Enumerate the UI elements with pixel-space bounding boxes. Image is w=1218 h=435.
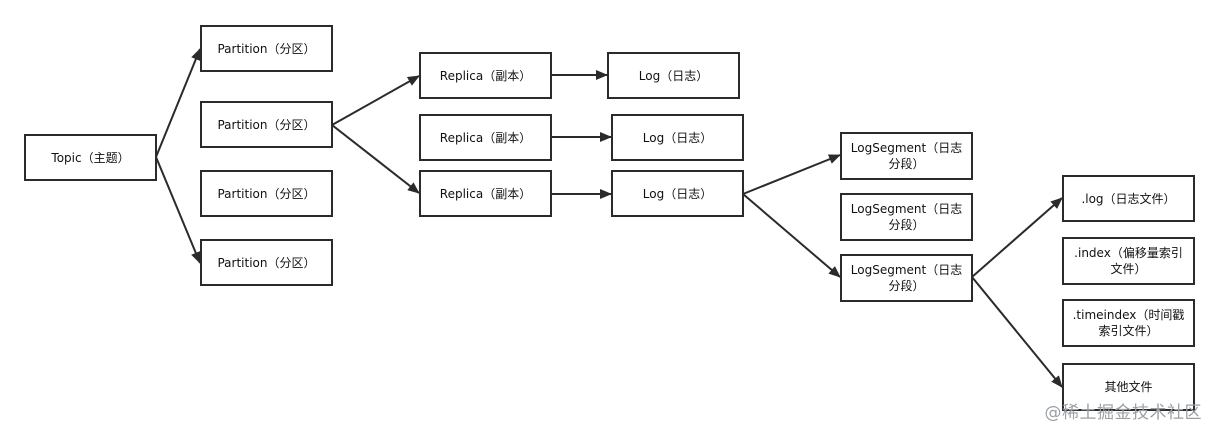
edge-partition-2-replica-3 — [331, 124, 420, 194]
edge-log-3-logsegment-1 — [742, 154, 841, 195]
file-label: 其他文件 — [1104, 380, 1153, 394]
logsegment-label: LogSegment（日志分段） — [850, 202, 963, 232]
log-label: Log（日志） — [638, 68, 709, 83]
edge-logsegment-3-file-other — [971, 276, 1063, 388]
file-log-node: .log（日志文件） — [1062, 175, 1195, 222]
file-label: .log（日志文件） — [1081, 191, 1176, 206]
partition-node-3: Partition（分区） — [200, 170, 333, 217]
file-label: .timeindex（时间戳索引文件） — [1072, 308, 1185, 338]
logsegment-node-2: LogSegment（日志分段） — [840, 193, 973, 241]
edge-topic-partition-1 — [155, 48, 201, 158]
replica-label: Replica（副本） — [439, 186, 532, 201]
edge-topic-partition-4 — [155, 156, 201, 264]
partition-node-4: Partition（分区） — [200, 239, 333, 286]
topic-node: Topic（主题） — [24, 134, 157, 181]
log-label: Log（日志） — [642, 186, 713, 201]
replica-node-3: Replica（副本） — [419, 170, 552, 217]
partition-label: Partition（分区） — [217, 255, 316, 270]
logsegment-node-1: LogSegment（日志分段） — [840, 132, 973, 180]
file-label: .index（偏移量索引文件） — [1074, 246, 1183, 276]
file-index-node: .index（偏移量索引文件） — [1062, 237, 1195, 285]
replica-label: Replica（副本） — [439, 130, 532, 145]
edge-partition-2-replica-1 — [331, 75, 420, 126]
replica-node-1: Replica（副本） — [419, 52, 552, 99]
partition-node-2: Partition（分区） — [200, 101, 333, 148]
logsegment-label: LogSegment（日志分段） — [850, 141, 963, 171]
file-other-node: 其他文件 — [1062, 363, 1195, 411]
logsegment-label: LogSegment（日志分段） — [850, 263, 963, 293]
log-label: Log（日志） — [642, 130, 713, 145]
log-node-3: Log（日志） — [611, 170, 744, 217]
partition-label: Partition（分区） — [217, 41, 316, 56]
edge-logsegment-3-file-log — [971, 197, 1063, 278]
log-node-2: Log（日志） — [611, 114, 744, 161]
topic-label: Topic（主题） — [51, 150, 130, 165]
replica-node-2: Replica（副本） — [419, 114, 552, 161]
logsegment-node-3: LogSegment（日志分段） — [840, 254, 973, 302]
partition-label: Partition（分区） — [217, 117, 316, 132]
watermark: @稀土掘金技术社区 — [1044, 403, 1202, 423]
file-timeindex-node: .timeindex（时间戳索引文件） — [1062, 299, 1195, 347]
partition-label: Partition（分区） — [217, 186, 316, 201]
partition-node-1: Partition（分区） — [200, 25, 333, 72]
replica-label: Replica（副本） — [439, 68, 532, 83]
log-node-1: Log（日志） — [607, 52, 740, 99]
edge-log-3-logsegment-3 — [742, 193, 841, 278]
